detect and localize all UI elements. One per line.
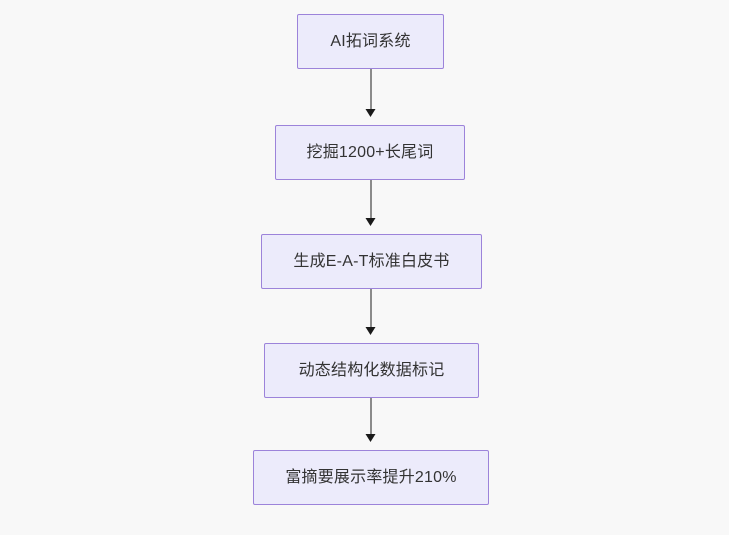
flow-node-dynamic-structured-data-markup[interactable]: 动态结构化数据标记 — [264, 343, 479, 398]
arrowhead-icon — [365, 327, 376, 335]
arrowhead-icon — [365, 218, 376, 226]
edge-line — [370, 289, 372, 328]
arrowhead-icon — [365, 434, 376, 442]
edge-line — [370, 398, 372, 435]
flow-node-generate-eat-whitepaper[interactable]: 生成E-A-T标准白皮书 — [261, 234, 482, 289]
arrowhead-icon — [365, 109, 376, 117]
flow-node-label: 动态结构化数据标记 — [298, 361, 445, 379]
edge-line — [370, 69, 372, 110]
flow-node-rich-snippet-uplift[interactable]: 富摘要展示率提升210% — [253, 450, 489, 505]
flow-node-label: AI拓词系统 — [330, 32, 411, 50]
flow-node-ai-keyword-system[interactable]: AI拓词系统 — [297, 14, 444, 69]
edge-line — [370, 180, 372, 219]
flow-node-label: 挖掘1200+长尾词 — [306, 143, 434, 161]
flow-node-label: 富摘要展示率提升210% — [285, 468, 457, 486]
flow-node-mine-longtail-keywords[interactable]: 挖掘1200+长尾词 — [275, 125, 465, 180]
flow-node-label: 生成E-A-T标准白皮书 — [293, 252, 450, 270]
